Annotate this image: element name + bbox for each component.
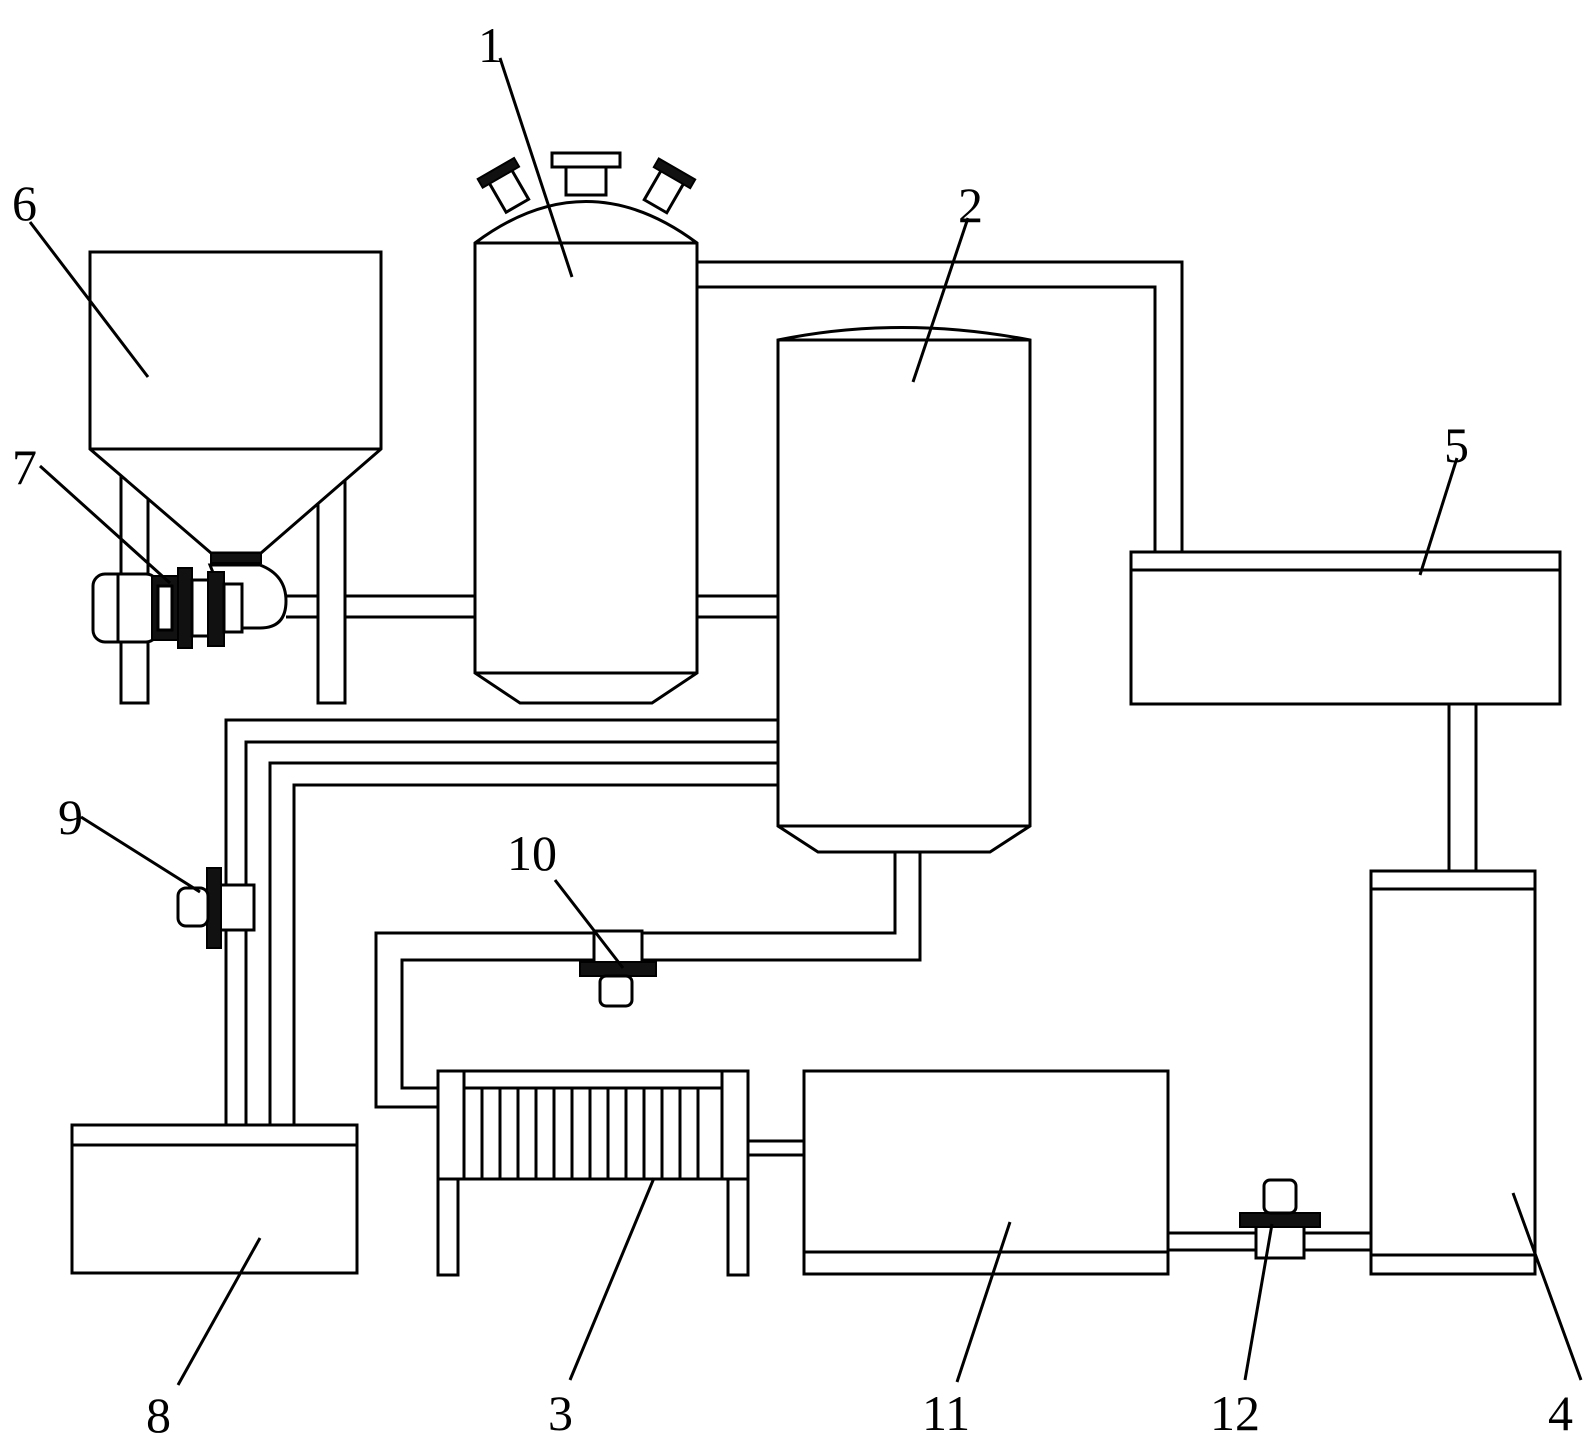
tower	[776, 326, 1032, 854]
label-1: 1	[478, 17, 503, 73]
label-8: 8	[146, 1387, 171, 1440]
tank-5	[1129, 550, 1562, 706]
label-5: 5	[1444, 417, 1469, 473]
labels: 1 2 3 4 5 6 7 8 9 10 11 12	[12, 17, 1573, 1440]
pipe-tower-to-tank8	[224, 718, 778, 1125]
filter-press-plates	[480, 1088, 700, 1179]
leader-lines	[28, 57, 1583, 1386]
pipe-feeder-to-reactor	[286, 594, 475, 619]
tank-4	[1369, 869, 1537, 1276]
hopper-leg-right	[316, 472, 347, 705]
tank-8	[70, 1123, 359, 1275]
pump-10	[579, 929, 657, 1008]
filter-press	[436, 1069, 750, 1277]
label-4: 4	[1548, 1385, 1573, 1440]
pump-12	[1239, 1178, 1321, 1260]
feeder-motor	[91, 552, 288, 649]
label-6: 6	[12, 175, 37, 231]
reactor	[473, 151, 699, 705]
label-7: 7	[12, 439, 37, 495]
label-10: 10	[507, 825, 557, 881]
pump-9	[176, 867, 256, 949]
pipe-reactor-to-tower	[697, 594, 778, 619]
pipe-tank5-to-tank4	[1447, 704, 1478, 871]
pipe-reactor-to-tank5	[697, 260, 1184, 552]
reactor-top-nozzle	[564, 163, 608, 197]
pipe-tower-to-filter	[374, 852, 922, 1109]
label-11: 11	[922, 1385, 970, 1440]
tank-11	[802, 1069, 1170, 1276]
pipe-filter-to-tank11	[748, 1139, 804, 1157]
label-12: 12	[1210, 1385, 1260, 1440]
label-9: 9	[58, 789, 83, 845]
label-2: 2	[958, 177, 983, 233]
label-3: 3	[548, 1385, 573, 1440]
